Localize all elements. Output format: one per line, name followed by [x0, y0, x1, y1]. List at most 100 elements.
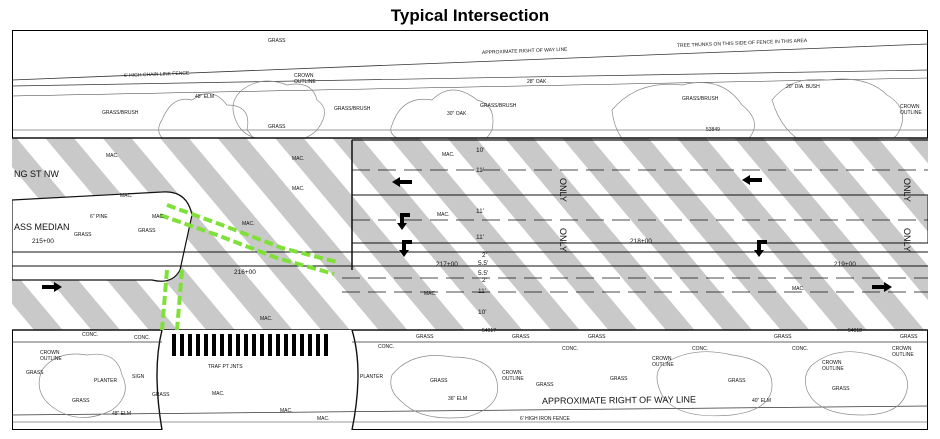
- grass-bottom-3: GRASS: [152, 392, 170, 398]
- crown-outline-g1: CROWN: [892, 346, 912, 352]
- bush-20-label: 20" DIA. BUSH: [786, 84, 820, 90]
- dim-55-b: 5.5': [478, 270, 488, 277]
- crosswalk-bars: [172, 334, 328, 356]
- conc-label-5: CONC.: [692, 346, 708, 352]
- conc-label-6: CONC.: [792, 346, 808, 352]
- grass-bottom-1: GRASS: [26, 370, 44, 376]
- dim-11-a: 11': [476, 167, 484, 174]
- cross-street-curbs: [156, 329, 359, 430]
- row-line-label-top: APPROXIMATE RIGHT OF WAY LINE: [482, 47, 568, 56]
- crown-outline-d2: OUTLINE: [502, 376, 524, 382]
- station-215-label: 215+00: [32, 238, 54, 245]
- grass-label-top: GRASS: [268, 38, 286, 44]
- crown-outline-b1: CROWN: [900, 104, 920, 110]
- dim-10-bottom: 10': [478, 309, 486, 316]
- crown-outline-f1: CROWN: [822, 360, 842, 366]
- point-54017-label: 54017: [482, 328, 496, 334]
- lane-arrows: [42, 175, 892, 292]
- mac-label-11: MAC.: [260, 316, 273, 322]
- mac-label-13: MAC.: [280, 408, 293, 414]
- mac-label-12: MAC.: [212, 391, 225, 397]
- grass-brush-label-2: GRASS/BRUSH: [334, 106, 371, 112]
- crown-outline-b2: OUTLINE: [900, 110, 922, 116]
- crown-outline-a2: OUTLINE: [294, 79, 316, 85]
- mac-label-9: MAC.: [424, 291, 437, 297]
- grass-bottom-4: GRASS: [430, 378, 448, 384]
- planter-label-1: PLANTER: [94, 378, 117, 384]
- conc-label-4: CONC.: [562, 346, 578, 352]
- elm-40-label: 40" ELM: [752, 398, 771, 404]
- grass-bottom-5: GRASS: [536, 382, 554, 388]
- grass-strip-5: GRASS: [900, 334, 918, 340]
- grass-brush-label-3: GRASS/BRUSH: [480, 103, 517, 109]
- only-label-2: ONLY: [558, 228, 568, 252]
- crown-outline-g2: OUTLINE: [892, 352, 914, 358]
- intersection-plan-drawing: APPROXIMATE RIGHT OF WAY LINE TREE TRUNK…: [12, 30, 928, 430]
- mac-label-14: MAC.: [317, 416, 330, 422]
- plan-labels: APPROXIMATE RIGHT OF WAY LINE TREE TRUNK…: [14, 38, 922, 422]
- oak-30-label: 30" OAK: [447, 111, 467, 117]
- mac-label-10: MAC.: [792, 286, 805, 292]
- mac-label-6: MAC.: [120, 193, 133, 199]
- grass-brush-label-4: GRASS/BRUSH: [682, 96, 719, 102]
- grass-strip-4: GRASS: [774, 334, 792, 340]
- conc-label-2: CONC.: [134, 335, 150, 341]
- crown-outline-d1: CROWN: [502, 370, 522, 376]
- median-island: [12, 191, 193, 282]
- grass-label-2: GRASS: [268, 124, 286, 130]
- dim-11-b: 11': [476, 208, 484, 215]
- point-54018-label: 54018: [848, 328, 862, 334]
- mac-label-8: MAC.: [242, 221, 255, 227]
- only-label-3: ONLY: [902, 178, 912, 202]
- median-label: ASS MEDIAN: [14, 222, 70, 232]
- mac-label-2: MAC.: [292, 156, 305, 162]
- tree-trunks-note: TREE TRUNKS ON THIS SIDE OF FENCE IN THI…: [677, 38, 808, 49]
- grass-bottom-6: GRASS: [610, 376, 628, 382]
- row-line-label-bottom: APPROXIMATE RIGHT OF WAY LINE: [542, 394, 696, 406]
- crown-outline-e2: OUTLINE: [652, 362, 674, 368]
- crown-outline-a1: CROWN: [294, 73, 314, 79]
- grass-median-label: GRASS: [74, 232, 92, 238]
- grass-strip-2: GRASS: [512, 334, 530, 340]
- green-crosswalk-markings: [159, 203, 338, 331]
- conc-label-1: CONC.: [82, 332, 98, 338]
- sign-label: SIGN: [132, 374, 145, 380]
- mac-label-3: MAC.: [292, 186, 305, 192]
- grass-median-label-2: GRASS: [138, 228, 156, 234]
- grass-strip-3: GRASS: [588, 334, 606, 340]
- grass-bottom-8: GRASS: [832, 386, 850, 392]
- iron-fence-label: 6' HIGH IRON FENCE: [520, 416, 571, 422]
- grass-brush-label-1: GRASS/BRUSH: [102, 110, 139, 116]
- crown-outline-c2: OUTLINE: [40, 356, 62, 362]
- only-label-1: ONLY: [558, 178, 568, 202]
- lower-boundary-lines: [12, 341, 928, 423]
- mac-label-5: MAC.: [437, 212, 450, 218]
- pine-6-label: 6" PINE: [90, 214, 108, 220]
- station-218-label: 218+00: [630, 238, 652, 245]
- crown-outline-f2: OUTLINE: [822, 366, 844, 372]
- elm-48-bottom-label: 48" ELM: [112, 411, 131, 417]
- conc-label-3: CONC.: [378, 344, 394, 350]
- dim-55-a: 5.5': [478, 260, 488, 267]
- tree-canopies-bottom: [38, 351, 908, 419]
- dim-10-top: 10': [476, 147, 484, 154]
- street-name-label: NG ST NW: [14, 169, 59, 179]
- station-216-label: 216+00: [234, 269, 256, 276]
- oak-28-label: 28" OAK: [527, 79, 547, 85]
- station-219-label: 219+00: [834, 261, 856, 268]
- planter-label-2: PLANTER: [360, 374, 383, 380]
- grass-bottom-7: GRASS: [728, 378, 746, 384]
- dim-11-c: 11': [476, 234, 484, 241]
- mac-label-7: MAC.: [152, 214, 165, 220]
- dim-2-b: 2': [482, 277, 487, 284]
- only-label-4: ONLY: [902, 228, 912, 252]
- dim-2-a: 2': [482, 252, 487, 259]
- chain-link-fence-label: 6' HIGH CHAIN LINK FENCE: [124, 70, 190, 79]
- mac-label-1: MAC.: [106, 153, 119, 159]
- point-53849-label: 53849: [706, 127, 720, 133]
- left-turn-bay: [351, 194, 928, 244]
- dim-11-d: 11': [478, 288, 486, 295]
- mac-label-4: MAC.: [442, 152, 455, 158]
- page-title: Typical Intersection: [390, 6, 550, 25]
- station-217-label: 217+00: [436, 261, 458, 268]
